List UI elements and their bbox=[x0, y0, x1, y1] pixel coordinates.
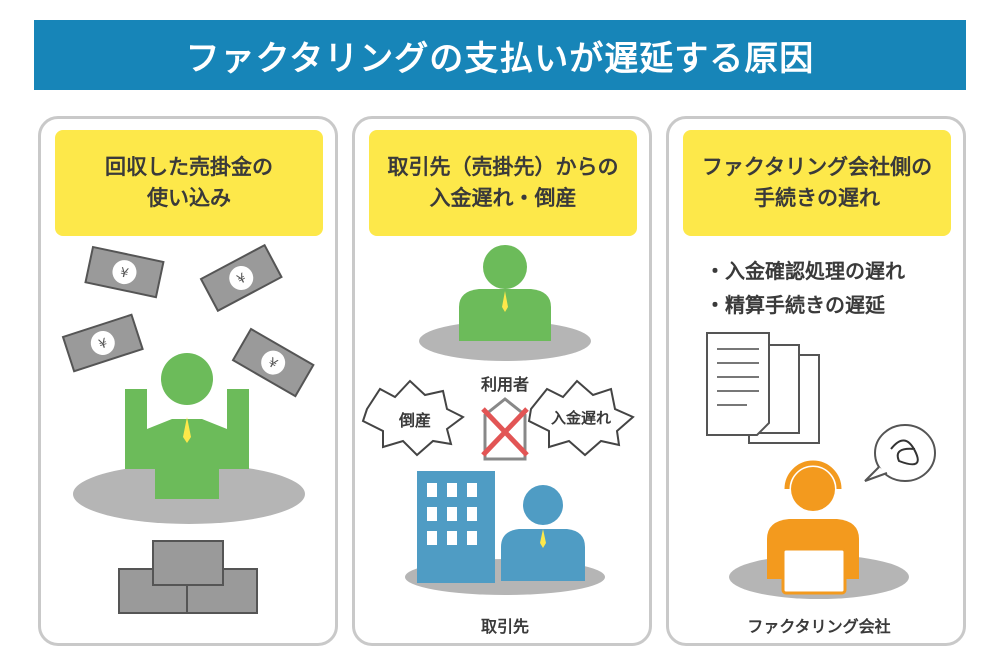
heading-line: 使い込み bbox=[147, 186, 231, 210]
bullet-item: ・精算手続きの遅延 bbox=[705, 293, 885, 317]
heading-line: ファクタリング会社側の bbox=[701, 154, 933, 179]
bullet-item: ・入金確認処理の遅れ bbox=[705, 259, 905, 283]
burst-icon bbox=[361, 379, 465, 457]
bankruptcy-label: 倒産 bbox=[398, 411, 431, 430]
building-icon bbox=[417, 471, 495, 583]
user-label: 利用者 bbox=[480, 375, 529, 394]
panel-heading: 回収した売掛金の 使い込み bbox=[55, 130, 323, 236]
operator-illustration bbox=[706, 332, 936, 599]
documents-icon bbox=[706, 332, 820, 444]
client-label: 取引先 bbox=[480, 617, 529, 636]
yen-bill-icon: ¥ bbox=[61, 313, 144, 373]
burst-icon bbox=[527, 379, 635, 457]
page-title: ファクタリングの支払いが遅延する原因 bbox=[34, 20, 966, 90]
yen-bill-stack-icon bbox=[118, 540, 258, 614]
panel-heading: 取引先（売掛先）からの 入金遅れ・倒産 bbox=[369, 130, 637, 236]
late-payment-label: 入金遅れ bbox=[550, 409, 611, 427]
heading-line: 回収した売掛金の bbox=[105, 154, 273, 179]
yen-bill-icon: ¥ bbox=[231, 327, 315, 398]
panel-client-default: 取引先（売掛先）からの 入金遅れ・倒産 利用者 倒産 入金遅れ 取引先 bbox=[352, 116, 652, 646]
yen-bill-icon: ¥ bbox=[84, 245, 165, 299]
factoring-company-label: ファクタリング会社 bbox=[747, 617, 891, 636]
heading-line: 取引先（売掛先）からの bbox=[387, 154, 619, 179]
person-with-money-illustration: ¥ ¥ ¥ ¥ bbox=[61, 243, 315, 614]
svg-text:¥: ¥ bbox=[119, 265, 130, 281]
panel-factoring-delay: ファクタリング会社側の 手続きの遅れ ・入金確認処理の遅れ ・精算手続きの遅延 … bbox=[666, 116, 966, 646]
panel-heading: ファクタリング会社側の 手続きの遅れ bbox=[683, 130, 951, 236]
heading-line: 入金遅れ・倒産 bbox=[429, 186, 577, 210]
confused-speech-bubble-icon bbox=[864, 424, 936, 482]
heading-line: 手続きの遅れ bbox=[754, 186, 880, 210]
yen-bill-icon: ¥ bbox=[199, 243, 283, 313]
broken-house-icon bbox=[481, 397, 529, 461]
user-and-client-illustration bbox=[361, 245, 635, 595]
panel-misuse: 回収した売掛金の 使い込み ¥ ¥ ¥ ¥ bbox=[38, 116, 338, 646]
